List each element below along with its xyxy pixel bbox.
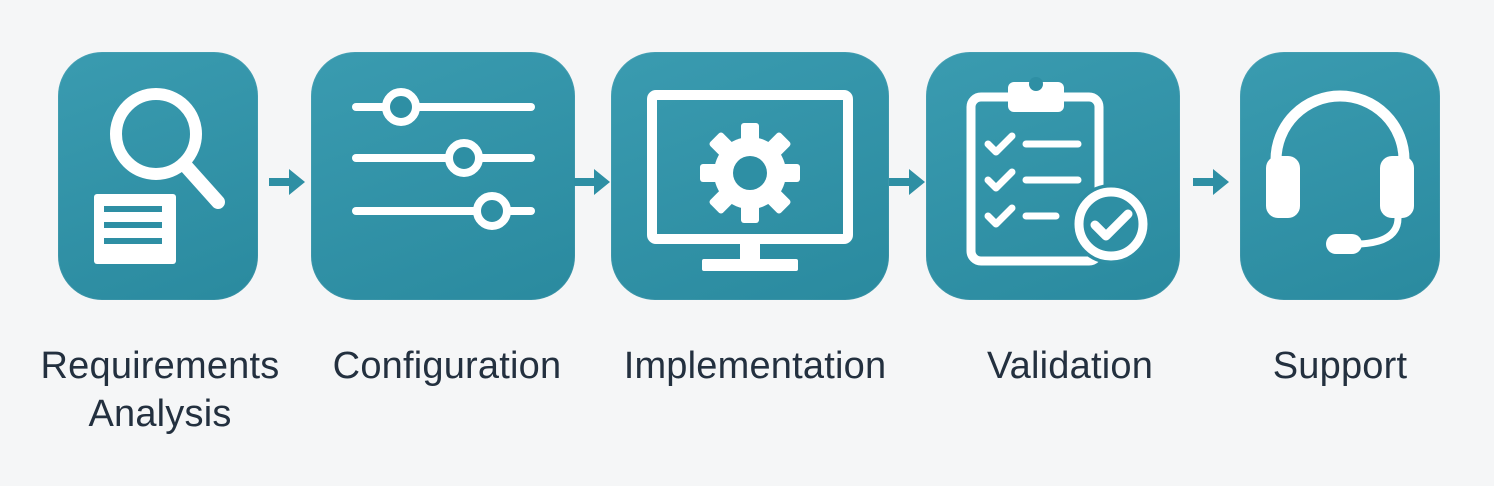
clipboard-check-icon [966, 77, 1151, 266]
flow-arrow [572, 166, 612, 198]
step-label-line: Validation [986, 345, 1154, 387]
magnifier-document-icon [94, 88, 225, 264]
step-label-line: Configuration [332, 345, 562, 387]
step-label-line: Requirements [40, 345, 280, 387]
step-tile-implementation [611, 52, 889, 300]
monitor-gear-icon [647, 90, 853, 271]
step-tile-validation [926, 52, 1180, 300]
step-label-implementation: Implementation [600, 342, 910, 390]
step-label-line: Support [1272, 345, 1408, 387]
step-tile-requirements-analysis [58, 52, 258, 300]
step-tile-support [1240, 52, 1440, 300]
sliders-icon [352, 88, 535, 230]
flow-arrow [267, 166, 307, 198]
step-label-line: Analysis [88, 393, 232, 435]
step-label-configuration: Configuration [305, 342, 589, 390]
flow-arrow [1191, 166, 1231, 198]
step-label-validation: Validation [940, 342, 1200, 390]
step-label-line: Implementation [623, 345, 887, 387]
headset-icon [1266, 90, 1414, 254]
step-label-support: Support [1220, 342, 1460, 390]
step-label-requirements-analysis: Requirements Analysis [18, 342, 302, 438]
flow-arrow [887, 166, 927, 198]
step-tile-configuration [311, 52, 575, 300]
